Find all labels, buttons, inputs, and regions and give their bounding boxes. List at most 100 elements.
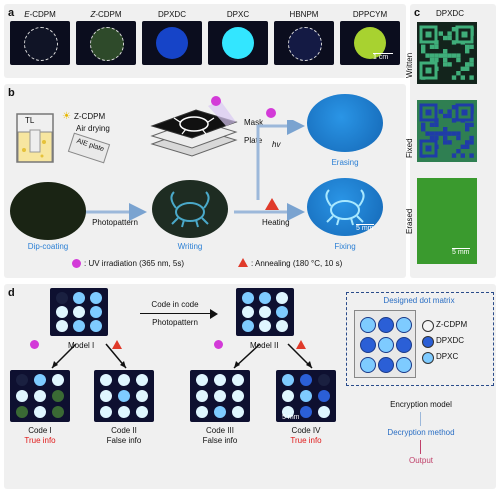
mask-and-plate-illustration [150,100,238,157]
designed-dot [396,337,412,353]
matrix-dot [232,390,244,402]
matrix-dot [318,374,330,386]
designed-dot [378,317,394,333]
matrix-dot [214,374,226,386]
panel-b-scale-label: 5 mm [356,225,374,232]
matrix-dot [136,374,148,386]
matrix-dot [52,390,64,402]
matrix-dot [242,306,254,318]
uv-lamp-icon-erase [266,108,276,118]
panel-a-scale-label: 1 cm [373,54,389,61]
sample-label-1: Z-CDPM [90,10,122,19]
designed-dot [360,317,376,333]
matrix-dot [242,320,254,332]
matrix-dot [196,374,208,386]
matrix-dot [136,406,148,418]
flow-arrow-1 [420,412,421,426]
legend-swatch-1 [422,336,434,348]
row-label-fixed: Fixed [405,138,414,158]
sample-image-0 [10,21,70,65]
sample-disc-3 [222,27,254,59]
sample-disc-0 [24,27,58,61]
matrix-dot [100,390,112,402]
fixing-label: Fixing [334,242,356,251]
uv-lamp-icon-model-i [30,340,39,349]
uv-lamp-icon-mask [211,96,221,106]
panel-c-scale-label: 5 mm [452,249,470,256]
matrix-dot [34,390,46,402]
crab-pattern-fixing [325,189,365,226]
designed-dot-matrix-box [346,292,494,386]
matrix-dot [100,406,112,418]
code-info-1: False info [106,436,142,445]
matrix-dot [259,306,271,318]
matrix-dot [73,320,85,332]
flow-encryption-label: Encryption model [390,400,452,409]
panel-c-scale-bar: 5 mm [452,248,470,256]
legend-label-2: DPXC [436,352,459,361]
z-cdpm-label: Z-CDPM [74,112,106,121]
designed-dot [360,357,376,373]
hv-label: hv [272,140,281,149]
matrix-dot [16,406,28,418]
flow-output-label: Output [408,456,433,465]
matrix-dot [73,306,85,318]
matrix-dot [52,406,64,418]
annealing-triangle-model-ii [296,340,306,349]
matrix-dot [73,292,85,304]
panel-c-title: DPXDC [435,9,464,18]
designed-dot [378,357,394,373]
sample-label-2: DPXDC [157,10,186,19]
matrix-dot [282,406,294,418]
mask-label: Mask [244,118,264,127]
d-photopattern-label: Photopattern [152,318,198,327]
code-name-0: Code I [28,426,52,435]
writing-disc [152,180,228,238]
matrix-dot [259,292,271,304]
matrix-dot [282,390,294,402]
matrix-dot [136,390,148,402]
matrix-dot [90,320,102,332]
sample-image-1 [76,21,136,65]
annealing-triangle-icon [238,258,248,267]
annealing-legend-label: : Annealing (180 °C, 10 s) [251,259,343,268]
code-in-code-arrowhead [210,309,218,319]
erased-plate [417,178,477,264]
erasing-label: Erasing [331,158,359,167]
panel-b-scale-bar: 5 mm [356,224,374,232]
code-name-2: Code III [205,426,234,435]
heating-triangle-icon [265,198,279,210]
matrix-dot [276,320,288,332]
annealing-triangle-model-i [112,340,122,349]
flow-decryption-label: Decryption method [387,428,455,437]
matrix-dot [214,406,226,418]
uv-lamp-icon-model-ii [214,340,223,349]
matrix-dot [300,406,312,418]
matrix-dot [276,306,288,318]
code-i-image [10,370,70,422]
panel-b-label: b [8,87,15,99]
designed-dot [360,337,376,353]
designed-dot [378,337,394,353]
panel-d-scale-label: 5 mm [282,414,300,421]
code-ii-image [94,370,154,422]
beaker-tl-label: TL [25,116,35,125]
panel-c-label: c [414,7,421,19]
panel-a-scale-bar: 1 cm [373,53,397,61]
matrix-dot [90,306,102,318]
dip-coating-disc [10,182,86,240]
air-drying-label: Air drying [76,124,110,133]
erasing-disc [307,94,383,152]
matrix-dot [318,390,330,402]
matrix-dot [259,320,271,332]
matrix-dot [118,374,130,386]
matrix-dot [214,390,226,402]
sample-image-2 [142,21,202,65]
writing-label: Writing [177,242,203,251]
qr-code-fixed [417,100,477,162]
matrix-dot [16,390,28,402]
matrix-dot [34,406,46,418]
legend-label-0: Z-CDPM [436,320,468,329]
panel-d-label: d [8,287,15,299]
matrix-dot [56,306,68,318]
